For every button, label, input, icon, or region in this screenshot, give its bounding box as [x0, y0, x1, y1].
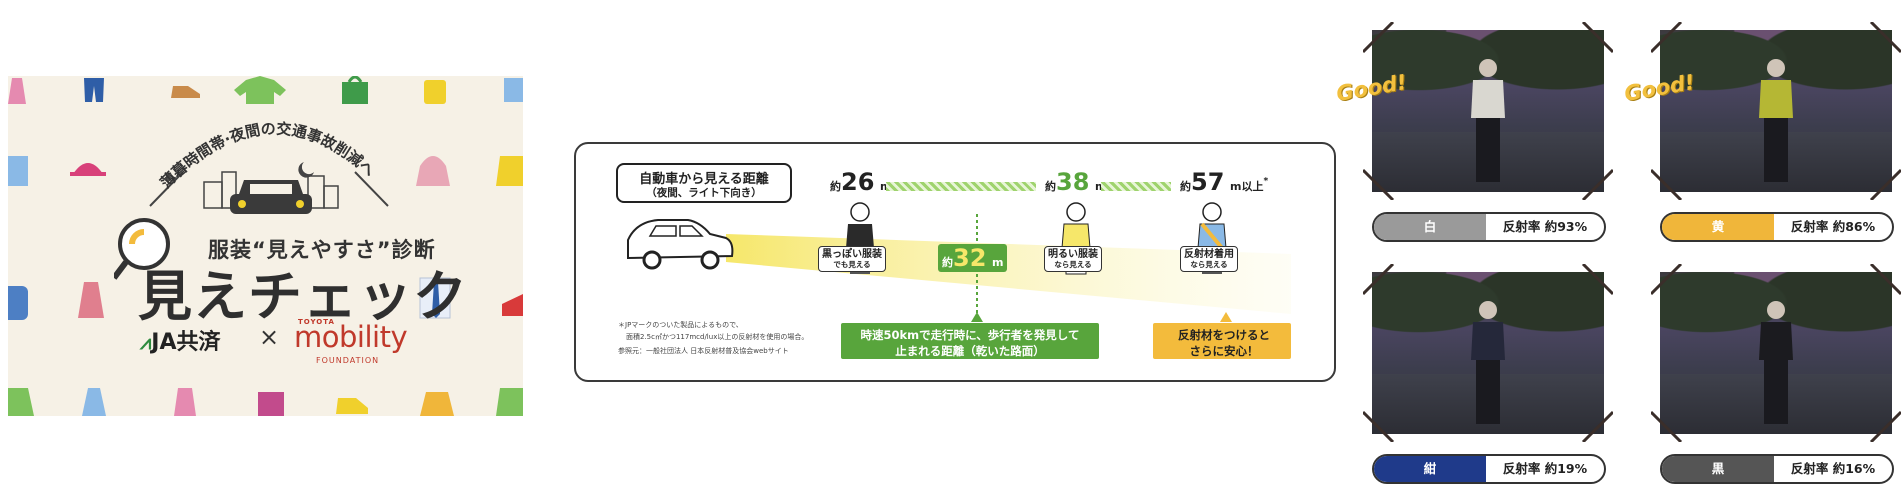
car-front-icon	[230, 180, 312, 214]
reflector-line-2: さらに安心！	[1189, 344, 1259, 358]
cross-mark: ×	[259, 323, 280, 351]
shoe2-icon	[336, 398, 368, 414]
label-reflective: 反射材着用なら見える	[1180, 246, 1238, 273]
question-line-2: （夜間、ライト下向き）	[646, 187, 762, 199]
reflectance-value: 反射率 約19%	[1502, 461, 1588, 476]
reflector-line-1: 反射材をつけると	[1178, 328, 1270, 342]
reflectance-value: 反射率 約93%	[1502, 219, 1588, 234]
clothing-pattern-icon	[8, 76, 523, 416]
ja-logo-text: JA共済	[151, 330, 221, 355]
footnote-line-1: ＊JPマークのついた製品によるもので、	[618, 321, 743, 329]
question-line-1: 自動車から見える距離	[639, 172, 769, 187]
banner-title: 見えチェック	[138, 265, 468, 328]
backpack-icon	[8, 286, 28, 320]
clothing-color-label: 黒	[1662, 456, 1774, 482]
hat-icon	[70, 163, 106, 176]
label-dark: 黒っぽい服装でも見える	[818, 246, 886, 273]
sweater2-icon	[8, 388, 34, 416]
photo-card-3	[1372, 272, 1604, 434]
photo-card-2	[1660, 30, 1892, 192]
pedestrian-figure-icon	[1759, 301, 1793, 424]
pants-icon	[84, 78, 104, 102]
visibility-distance-infographic: 自動車から見える距離 （夜間、ライト下向き） 約26 m 約38 m 約57 m…	[574, 142, 1336, 382]
tie-shirt-icon	[419, 277, 451, 319]
skyline-icon	[203, 171, 339, 209]
shirt3-icon	[8, 156, 28, 186]
reflectance-tag: 黄 反射率 約86%	[1660, 212, 1894, 242]
jacket-icon	[496, 156, 523, 186]
reflector-box: 反射材をつけると さらに安心！	[1153, 323, 1291, 359]
stop-pointer	[971, 312, 983, 322]
stop-distance-box: 時速50kmで走行時に、歩行者を発見して 止まれる距離（乾いた路面）	[841, 323, 1099, 359]
photo-frame-corners-icon	[1651, 22, 1901, 200]
photo-card-1	[1372, 30, 1604, 192]
footnote-source: 参照元：一般社団法人 日本反射材普及協会webサイト	[618, 347, 789, 355]
moon-icon	[298, 162, 314, 178]
reflectance-value: 反射率 約86%	[1790, 219, 1876, 234]
tagline-text: 薄暮時間帯·夜間の交通事故削減へ	[157, 120, 379, 192]
sweater-icon	[234, 76, 286, 104]
magnifier-icon	[114, 218, 170, 280]
shoe-icon	[171, 86, 200, 98]
distance-stripe-1	[886, 182, 1036, 191]
clothing-color-label: 黄	[1662, 214, 1774, 240]
foundation-label: FOUNDATION	[316, 356, 380, 365]
pedestrian-figure-icon	[1759, 59, 1793, 182]
handbag-icon	[416, 156, 450, 186]
pedestrian-figure-icon	[1471, 301, 1505, 424]
clothing-color-label: 紺	[1374, 456, 1486, 482]
reflectance-tag: 黒 反射率 約16%	[1660, 454, 1894, 484]
label-bright: 明るい服装なら見える	[1044, 246, 1102, 273]
photo-frame-corners-icon	[1363, 22, 1613, 200]
campaign-banner: 薄暮時間帯·夜間の交通事故削減へ 服装“見えやすさ”診断 見えチェック ⩘JA共…	[8, 76, 523, 416]
reflectance-tag: 紺 反射率 約19%	[1372, 454, 1606, 484]
shirt-icon	[424, 80, 446, 104]
banner-subtitle: 服装“見えやすさ”診断	[208, 238, 436, 262]
sweater3-icon	[496, 388, 523, 416]
distance-stripe-2	[1101, 182, 1171, 191]
mobility-logo: mobility	[294, 320, 408, 354]
bag2-icon	[258, 392, 284, 416]
ja-logo: ⩘JA共済	[140, 324, 221, 356]
bag-icon	[342, 76, 368, 104]
dress2-icon	[78, 282, 104, 318]
footnote-line-2: 面積2.5c㎡かつ117mcd/lux以上の反射材を使用の場合。	[626, 333, 809, 341]
stop-line-2: 止まれる距離（乾いた路面）	[895, 344, 1045, 358]
stop-distance-value: 約32 m	[938, 244, 1008, 272]
reflect-pointer	[1220, 312, 1232, 322]
ja-mark-icon: ⩘	[140, 330, 152, 354]
dress3-icon	[82, 388, 106, 416]
stop-line-1: 時速50kmで走行時に、歩行者を発見して	[860, 328, 1080, 342]
dress-icon	[8, 78, 26, 104]
photo-frame-corners-icon	[1651, 264, 1901, 442]
reflectance-tag: 白 反射率 約93%	[1372, 212, 1606, 242]
skirt-icon	[420, 392, 454, 416]
tank-icon	[174, 388, 196, 416]
reflectance-value: 反射率 約16%	[1790, 461, 1876, 476]
question-box: 自動車から見える距離 （夜間、ライト下向き）	[616, 163, 792, 203]
distance-bright: 約38 m	[1045, 168, 1106, 196]
shirt2-icon	[504, 78, 523, 102]
car-icon	[627, 219, 734, 270]
pedestrian-figure-icon	[1471, 59, 1505, 182]
heel-icon	[502, 294, 523, 316]
distance-reflective: 約57 m以上*	[1180, 168, 1269, 196]
clothing-color-label: 白	[1374, 214, 1486, 240]
photo-frame-corners-icon	[1363, 264, 1613, 442]
svg-text:薄暮時間帯·夜間の交通事故削減へ: 薄暮時間帯·夜間の交通事故削減へ	[157, 120, 379, 192]
tagline-arc: 薄暮時間帯·夜間の交通事故削減へ	[157, 120, 379, 192]
toyota-label: TOYOTA	[298, 318, 335, 326]
photo-card-4	[1660, 272, 1892, 434]
distance-dark: 約26 m	[830, 168, 891, 196]
